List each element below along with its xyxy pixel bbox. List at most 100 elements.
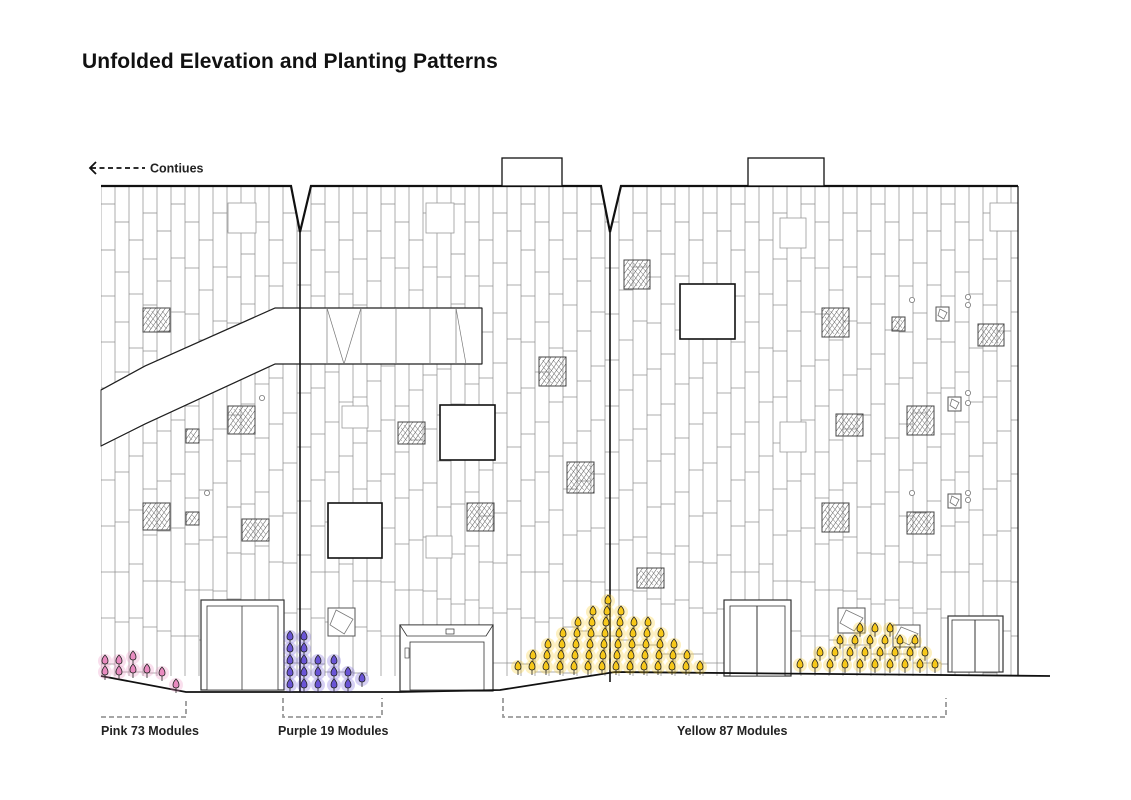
yellow-plant-module [843, 646, 857, 661]
purple-bracket [282, 698, 383, 718]
hatched-modules [142, 259, 1005, 648]
ground-line [100, 671, 1051, 693]
open-module [327, 607, 356, 637]
yellow-plant-module [873, 646, 887, 661]
yellow-plant-module [539, 660, 553, 675]
yellow-plant-module [838, 658, 852, 673]
pink-plant-module [140, 663, 154, 678]
open-module [947, 396, 962, 412]
yellow-plant-module [652, 649, 666, 664]
purple-plant-module [297, 666, 311, 681]
window [327, 502, 383, 559]
yellow-plant-module [813, 646, 827, 661]
yellow-plant-module [614, 605, 628, 620]
hatched-module [835, 413, 864, 437]
yellow-plant-module [623, 660, 637, 675]
yellow-plant-module [525, 660, 539, 675]
open-module [935, 306, 950, 322]
purple-plant-module [327, 654, 341, 669]
open-module [947, 493, 962, 509]
yellow-bracket [502, 698, 947, 718]
purple-plant-module [311, 678, 325, 693]
yellow-plant-module [511, 660, 525, 675]
hatched-module [623, 259, 651, 290]
yellow-plant-module [828, 646, 842, 661]
hatched-module [538, 356, 567, 387]
vent-dot [965, 389, 972, 396]
yellow-plant-module [833, 634, 847, 649]
vent-dot [965, 301, 972, 308]
roof-unit [747, 157, 825, 187]
bridge-structure [100, 307, 483, 447]
yellow-plant-module [613, 616, 627, 631]
yellow-plant-module [595, 660, 609, 675]
purple-plant-module [355, 672, 369, 687]
purple-plant-module [341, 678, 355, 693]
hatched-module [142, 307, 171, 333]
yellow-plant-module [808, 658, 822, 673]
doors [200, 599, 1004, 692]
yellow-plant-module [609, 660, 623, 675]
continues-arrow [88, 161, 145, 175]
pink-plant-module [112, 665, 126, 680]
yellow-plant-module [637, 660, 651, 675]
yellow-plant-module [583, 638, 597, 653]
vent-dot [258, 394, 265, 401]
yellow-plant-module [848, 634, 862, 649]
blank-panels [227, 202, 1019, 559]
pink-plant-module [126, 663, 140, 678]
yellow-plant-module [568, 649, 582, 664]
yellow-plant-module [793, 658, 807, 673]
vent-dot [965, 293, 972, 300]
yellow-plant-module [570, 627, 584, 642]
yellow-plant-module [667, 638, 681, 653]
pink-plant-module [155, 666, 169, 681]
hatched-module [566, 461, 595, 494]
yellow-plant-module [653, 638, 667, 653]
window [439, 404, 496, 461]
yellow-plant-module [883, 658, 897, 673]
yellow-plant-module [596, 649, 610, 664]
purple-plant-module [283, 654, 297, 669]
yellow-plant-module [679, 660, 693, 675]
purple-modules-label: Purple 19 Modules [278, 724, 388, 738]
yellow-plant-module [641, 616, 655, 631]
yellow-plant-module [913, 658, 927, 673]
pink-plant-module [112, 654, 126, 669]
hatched-module [227, 405, 256, 435]
yellow-plant-module [582, 649, 596, 664]
hatched-module [185, 428, 200, 444]
purple-plant-module [283, 678, 297, 693]
yellow-plant-module [883, 622, 897, 637]
yellow-plant-module [554, 649, 568, 664]
purple-plant-module [283, 666, 297, 681]
vent-dot [909, 489, 916, 496]
yellow-plant-module [553, 660, 567, 675]
hatched-module [466, 502, 495, 532]
window [679, 283, 736, 340]
hatched-module [977, 323, 1005, 347]
yellow-plant-module [853, 658, 867, 673]
yellow-plant-module [526, 649, 540, 664]
yellow-plant-module [898, 658, 912, 673]
yellow-plant-module [639, 638, 653, 653]
yellow-modules-label: Yellow 87 Modules [677, 724, 787, 738]
windows [327, 283, 736, 559]
hatched-module [636, 567, 665, 589]
yellow-plant-module [611, 638, 625, 653]
yellow-plant-module [600, 605, 614, 620]
yellow-plant-module [541, 638, 555, 653]
yellow-plant-module [888, 646, 902, 661]
hatched-module [241, 518, 270, 542]
yellow-plant-module [853, 622, 867, 637]
yellow-plant-module [868, 658, 882, 673]
continues-label: Contiues [150, 162, 204, 176]
pink-plant-module [126, 650, 140, 665]
hatched-module [821, 307, 850, 338]
planting-modules [98, 594, 942, 693]
hatched-module [821, 502, 850, 533]
yellow-plant-module [680, 649, 694, 664]
yellow-plant-module [610, 649, 624, 664]
hatched-module [891, 316, 906, 332]
